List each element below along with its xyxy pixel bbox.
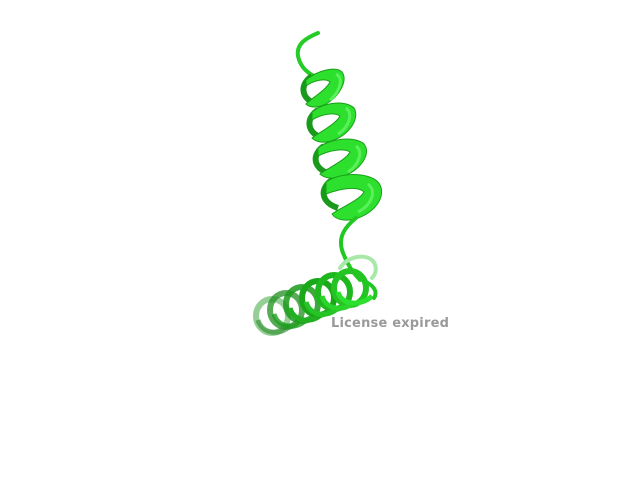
upper-helix [300, 68, 383, 221]
license-expired-watermark: License expired [331, 316, 450, 331]
faded-loop [338, 254, 378, 280]
n-terminal-coil [295, 31, 320, 78]
lower-helix [253, 268, 378, 336]
